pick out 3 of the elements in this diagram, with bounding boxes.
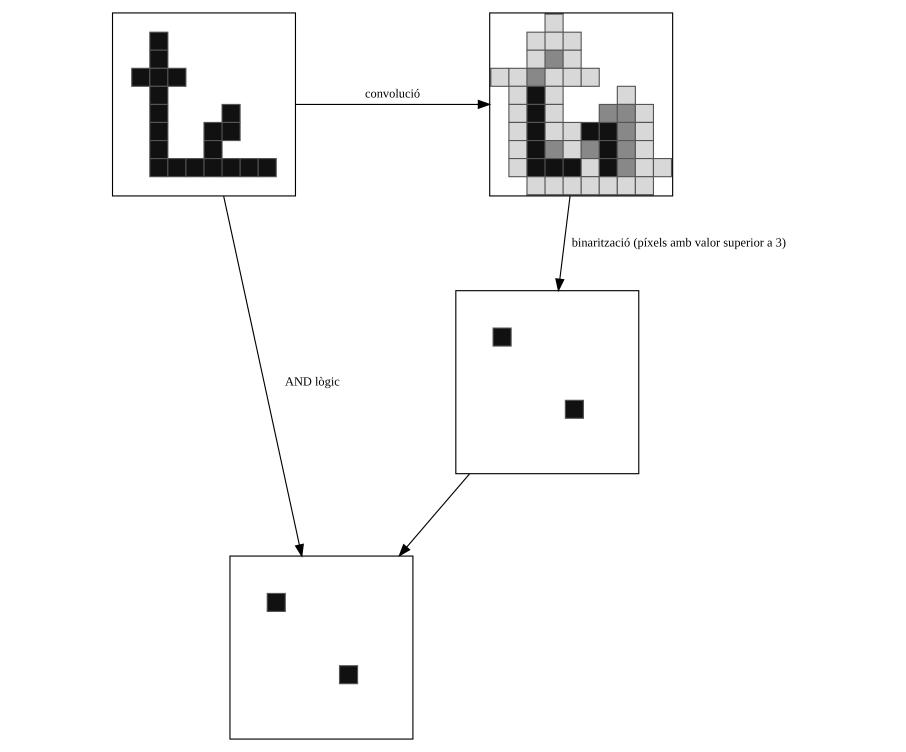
edge-label: binarització (píxels amb valor superior a 3)	[572, 235, 786, 250]
edge-label: convolució	[365, 86, 420, 100]
edge-label: AND lògic	[285, 374, 340, 388]
